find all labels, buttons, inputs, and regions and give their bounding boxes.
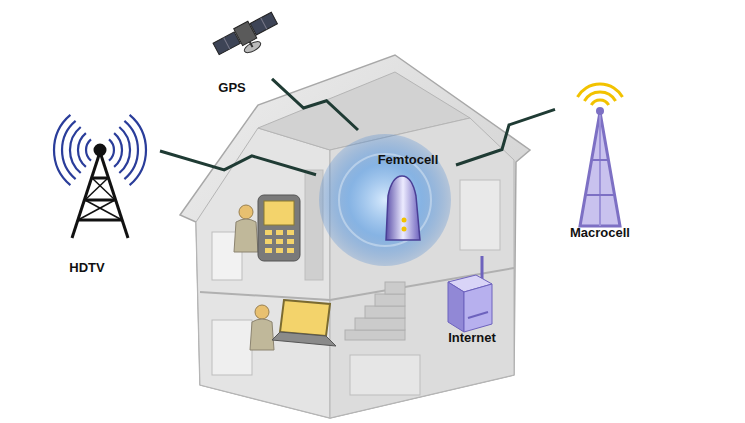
node-label: Macrocell	[570, 225, 630, 241]
femtocell-node: Femtocell	[316, 130, 456, 270]
router-node: Internet	[430, 250, 515, 356]
wireless-link	[160, 151, 316, 175]
tower-node: Macrocell	[555, 75, 650, 247]
satellite-icon	[212, 10, 284, 67]
macrocell-mast	[580, 107, 620, 226]
wireless-link	[272, 79, 358, 130]
router-icon	[448, 256, 492, 332]
lightning-line	[272, 79, 358, 130]
macrocell-tower	[578, 84, 623, 105]
phone-user	[234, 195, 300, 261]
wireless-link	[456, 109, 555, 165]
house	[180, 55, 530, 418]
laptop-user	[250, 300, 336, 350]
node-label: HDTV	[69, 260, 104, 276]
hdtv-tower	[54, 115, 146, 185]
lightning-line	[456, 109, 555, 165]
node-label: GPS	[218, 80, 245, 96]
node-label: Femtocell	[378, 152, 439, 168]
satellite-node: GPS	[192, 2, 272, 98]
node-label: Internet	[448, 330, 496, 346]
tower-node: HDTV	[45, 108, 160, 280]
lightning-line	[160, 151, 316, 175]
hdtv-mast	[72, 145, 128, 238]
femtocell-device	[319, 134, 451, 266]
